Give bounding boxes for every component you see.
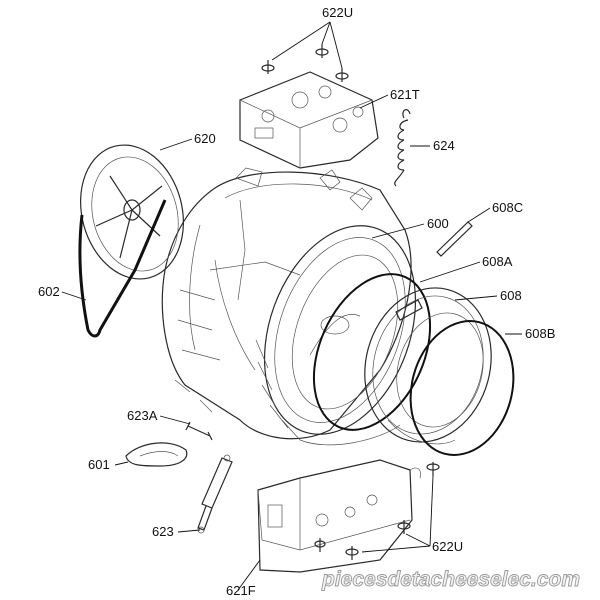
clamp-ring-608a [312,273,432,431]
screw-icon [314,538,326,552]
screw-icon [345,546,359,560]
spring-624 [394,109,411,187]
screw-icon [261,60,275,74]
callout-608b: 608B [525,326,555,341]
callout-624: 624 [433,138,455,153]
screws-top-622u [261,44,349,82]
shock-absorber-623 [197,454,233,534]
screw-icon [315,44,329,58]
callout-623: 623 [152,524,174,539]
callout-608: 608 [500,288,522,303]
watermark: piecesdetacheeselec.com [321,568,580,591]
pin-608c [436,221,473,257]
front-counterweight-621f [257,459,421,573]
screw-icon [335,68,349,82]
screw-icon [397,520,411,534]
callout-622u-bottom: 622U [432,539,463,554]
callout-621t: 621T [390,87,420,102]
callout-623a: 623A [127,408,158,423]
callout-620: 620 [194,131,216,146]
bracket-601 [125,442,188,467]
pin-623a [185,421,213,441]
drive-belt-602 [78,199,167,338]
callout-601: 601 [88,457,110,472]
callout-622u-top: 622U [322,5,353,20]
callout-608a: 608A [482,254,513,269]
callout-602: 602 [38,284,60,299]
tub-600 [161,167,417,446]
callout-621f: 621F [226,583,256,598]
pulley-620 [79,144,185,280]
callout-608c: 608C [492,200,523,215]
leader-lines [61,21,522,591]
screws-bottom-622u [314,462,440,560]
clamp-ring-608b [409,320,515,456]
screw-icon [426,462,440,476]
top-counterweight-621t [239,71,379,169]
callout-600: 600 [427,216,449,231]
door-seal-608 [364,287,492,445]
